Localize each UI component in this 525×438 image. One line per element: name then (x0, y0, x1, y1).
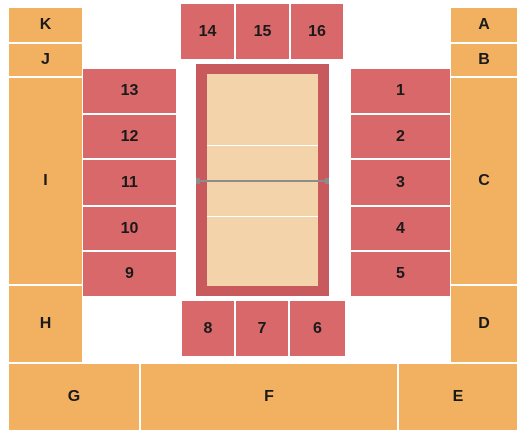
section-c[interactable]: C (451, 78, 517, 284)
section-10[interactable]: 10 (83, 207, 176, 250)
section-i[interactable]: I (9, 78, 82, 284)
net-post-left (196, 178, 200, 184)
section-1[interactable]: 1 (351, 69, 450, 113)
section-2[interactable]: 2 (351, 115, 450, 158)
section-16[interactable]: 16 (291, 4, 343, 59)
attack-line-top (207, 145, 318, 146)
section-k[interactable]: K (9, 8, 82, 42)
section-b[interactable]: B (451, 44, 517, 76)
section-e[interactable]: E (399, 364, 517, 430)
section-15[interactable]: 15 (236, 4, 289, 59)
section-9[interactable]: 9 (83, 252, 176, 296)
section-h[interactable]: H (9, 286, 82, 362)
section-13[interactable]: 13 (83, 69, 176, 113)
attack-line-bottom (207, 216, 318, 217)
section-d[interactable]: D (451, 286, 517, 362)
section-6[interactable]: 6 (290, 301, 345, 356)
section-f[interactable]: F (141, 364, 397, 430)
section-a[interactable]: A (451, 8, 517, 42)
net-post-right (325, 178, 329, 184)
section-g[interactable]: G (9, 364, 139, 430)
section-5[interactable]: 5 (351, 252, 450, 296)
section-7[interactable]: 7 (236, 301, 288, 356)
section-14[interactable]: 14 (181, 4, 234, 59)
section-3[interactable]: 3 (351, 160, 450, 205)
net (198, 180, 327, 182)
section-11[interactable]: 11 (83, 160, 176, 205)
section-j[interactable]: J (9, 44, 82, 76)
section-8[interactable]: 8 (182, 301, 234, 356)
section-12[interactable]: 12 (83, 115, 176, 158)
section-4[interactable]: 4 (351, 207, 450, 250)
